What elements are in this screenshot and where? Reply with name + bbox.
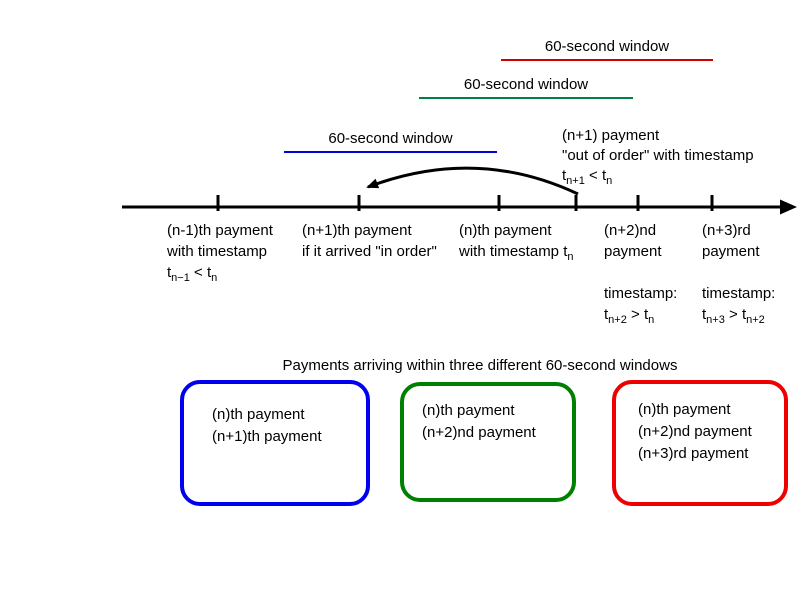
box-item: (n)th payment <box>422 402 515 419</box>
box-item: (n)th payment <box>212 406 305 423</box>
timeline-label-n-plus-2-formula: tn+2 > tn <box>604 306 655 326</box>
out-of-order-arrow-icon <box>366 166 579 196</box>
spacer <box>604 262 699 283</box>
spacer <box>702 262 800 283</box>
timeline-label-n-plus-1: (n+1)th payment if it arrived "in order" <box>302 222 437 260</box>
window-box-red: (n)th payment (n+2)nd payment (n+3)rd pa… <box>612 380 788 506</box>
window-label-green: 60-second window <box>419 76 633 99</box>
bottom-title: Payments arriving within three different… <box>282 357 678 374</box>
out-of-order-note-formula: tn+1 < tn <box>562 167 613 187</box>
window-label-blue-text: 60-second window <box>328 130 453 147</box>
timeline-label-n-minus-1-formula: tn−1 < tn <box>167 264 218 284</box>
box-item: (n+2)nd payment <box>638 423 752 440</box>
window-label-red-text: 60-second window <box>544 38 670 55</box>
timeline-arrowhead-icon <box>780 199 797 215</box>
box-item: (n)th payment <box>638 401 731 418</box>
out-of-order-note-line1: (n+1) payment <box>562 127 660 144</box>
window-label-blue: 60-second window <box>284 130 497 153</box>
timeline-label-n-minus-1: (n-1)th payment with timestamp tn−1 < tn <box>167 220 317 284</box>
window-label-green-text: 60-second window <box>463 76 589 93</box>
out-of-order-note: (n+1) payment "out of order" with timest… <box>562 126 798 187</box>
timeline-label-n-plus-2: (n+2)nd payment timestamp: tn+2 > tn <box>604 220 699 326</box>
window-box-green: (n)th payment (n+2)nd payment <box>400 382 576 502</box>
timeline-label-n-plus-3: (n+3)rd payment timestamp: tn+3 > tn+2 <box>702 220 800 326</box>
box-item: (n+3)rd payment <box>638 445 749 462</box>
box-item: (n+2)nd payment <box>422 424 536 441</box>
timeline-label-n-line2: with timestamp tn <box>459 243 574 263</box>
out-of-order-note-line2: "out of order" with timestamp <box>562 147 754 164</box>
timeline-label-n-plus-3-formula: tn+3 > tn+2 <box>702 306 765 326</box>
box-item: (n+1)th payment <box>212 428 322 445</box>
window-box-blue: (n)th payment (n+1)th payment <box>180 380 370 506</box>
window-label-red: 60-second window <box>501 38 713 61</box>
timeline-label-n: (n)th payment with timestamp tn <box>459 220 619 263</box>
